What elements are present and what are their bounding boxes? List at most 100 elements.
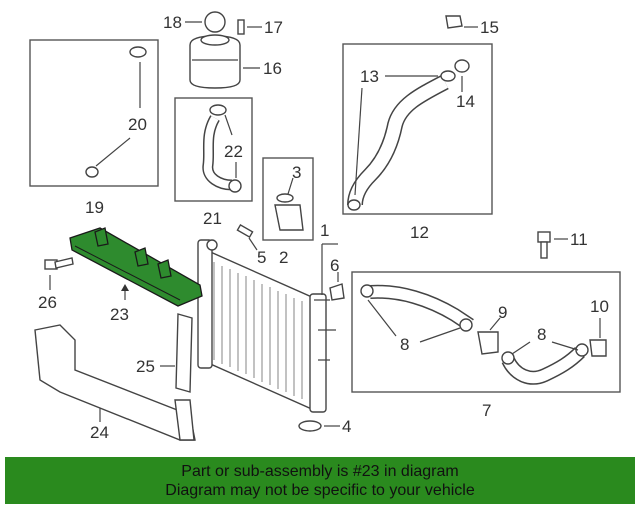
hose-19-outline: [58, 57, 136, 173]
exploded-parts-diagram: 20 19 18 16 17 22 21 3 2: [29, 11, 621, 442]
connector-9: [477, 331, 499, 355]
callout-13: 13: [360, 67, 379, 86]
group-12-hose-box: 13 14 12: [342, 43, 493, 242]
callout-11: 11: [570, 230, 588, 249]
group-2-bracket-box: 3 2: [262, 157, 314, 267]
leader-8d: [551, 341, 579, 351]
callout-15: 15: [480, 18, 499, 37]
callout-1: 1: [320, 221, 329, 240]
support-24-end: [174, 399, 195, 441]
leader-13b: [354, 87, 363, 196]
callout-25: 25: [136, 357, 155, 376]
callout-17: 17: [264, 18, 283, 37]
group-7-hose-box: 8 8 9 10 7: [351, 271, 621, 420]
part-23-highlighted-shield: 23: [69, 227, 203, 324]
hose-19-body: [57, 57, 137, 174]
group-5-bolt: 5: [236, 223, 266, 267]
group-26-bolt: 26: [38, 257, 74, 312]
box-7-frame: [351, 271, 621, 393]
leader-22a: [224, 114, 233, 136]
banner-line-2: Diagram may not be specific to your vehi…: [165, 482, 475, 499]
shield-23-tab-2: [134, 247, 149, 267]
clamp-13: [440, 70, 456, 82]
callout-20: 20: [128, 115, 147, 134]
radiator-fittings: [314, 299, 336, 361]
callout-12: 12: [410, 223, 429, 242]
callout-8-left: 8: [400, 335, 409, 354]
clamp-14: [454, 59, 470, 73]
callout-5: 5: [257, 248, 266, 267]
group-15-clip: 15: [445, 15, 499, 37]
group-21-hose-box: 22 21: [174, 97, 253, 228]
box-12-frame: [342, 43, 493, 215]
box-21-frame: [174, 97, 253, 202]
reservoir-cap-18: [204, 11, 226, 33]
leader-8b: [419, 327, 461, 343]
group-19-hose-box: 20 19: [29, 39, 159, 217]
reservoir-neck: [200, 34, 230, 46]
callout-21: 21: [203, 209, 222, 228]
callout-23: 23: [110, 305, 129, 324]
clamp-22-bottom: [228, 179, 242, 193]
callout-7: 7: [482, 401, 491, 420]
radiator-tank-left: [197, 239, 213, 369]
callout-18: 18: [163, 13, 182, 32]
shield-23-tab-3: [157, 259, 172, 279]
clamp-13-bottom: [347, 199, 361, 211]
shield-23-tab-1: [94, 227, 109, 247]
group-1-radiator: 1 6 4: [197, 221, 351, 436]
mount-cushion-4: [298, 420, 322, 432]
side-seal-25: [175, 313, 193, 393]
callout-24: 24: [90, 423, 109, 442]
callout-16: 16: [263, 59, 282, 78]
callout-19: 19: [85, 198, 104, 217]
callout-8-right: 8: [537, 325, 546, 344]
drain-plug-6: [329, 283, 345, 301]
banner-line-1: Part or sub-assembly is #23 in diagram: [181, 463, 459, 480]
callout-2: 2: [279, 248, 288, 267]
clamp-22-top: [209, 104, 227, 116]
leader-3: [287, 177, 294, 195]
clip-15: [445, 15, 463, 29]
clamp-20-bottom: [85, 166, 99, 178]
callout-22: 22: [224, 142, 243, 161]
bolt-11-head: [537, 231, 551, 243]
bolt-11-shank: [540, 241, 548, 259]
lower-support-24: [34, 324, 196, 441]
info-banner: Part or sub-assembly is #23 in diagram D…: [5, 457, 635, 504]
bolt-17: [237, 19, 245, 35]
radiator-fins: [213, 262, 303, 399]
leader-20b: [95, 137, 131, 167]
hose-21-body: [203, 115, 233, 189]
shield-23-edge: [74, 245, 181, 301]
box-19-frame: [29, 39, 159, 187]
callout-3: 3: [292, 163, 301, 182]
hose-7-upper-body: [369, 286, 474, 330]
group-24-support: 24: [34, 324, 196, 442]
callout-26: 26: [38, 293, 57, 312]
leader-9: [489, 317, 501, 331]
radiator-tank-right: [309, 293, 327, 413]
bracket-2: [274, 204, 304, 231]
mount-3: [276, 193, 294, 203]
clamp-8-left: [360, 284, 374, 298]
radiator-cap: [206, 239, 218, 251]
clamp-8-lower: [501, 351, 515, 365]
callout-14: 14: [456, 92, 475, 111]
group-11-bolt: 11: [537, 230, 588, 259]
callout-10: 10: [590, 297, 609, 316]
group-16-reservoir: 18 16 17: [163, 11, 283, 89]
leader-5: [248, 237, 258, 251]
callout-6: 6: [330, 256, 339, 275]
leader-8a: [367, 299, 397, 337]
connector-10: [589, 339, 607, 357]
bolt-5: [236, 223, 254, 239]
box-2-frame: [262, 157, 314, 241]
callout-4: 4: [342, 417, 351, 436]
group-25-seal: 25: [136, 313, 193, 393]
hose-12-body: [348, 76, 448, 206]
leader-23-arrow: [121, 284, 129, 291]
shield-23-body: [69, 227, 203, 307]
bolt-26-shank: [54, 257, 74, 269]
